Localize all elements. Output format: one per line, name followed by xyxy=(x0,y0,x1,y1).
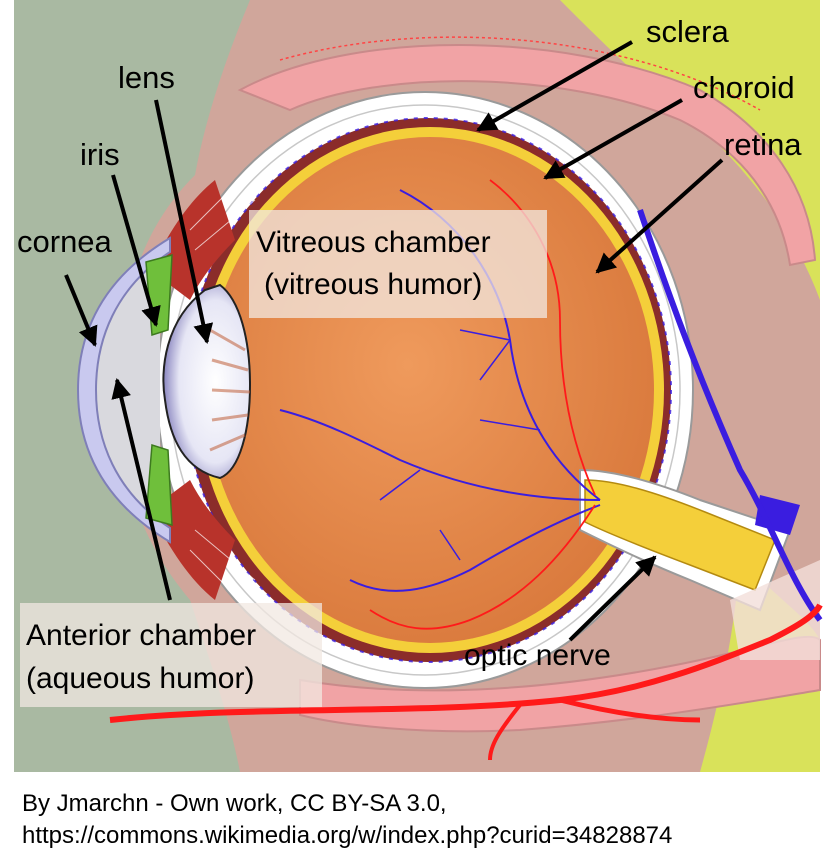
label-optic-nerve: optic nerve xyxy=(464,639,611,672)
label-retina: retina xyxy=(724,127,802,162)
label-choroid: choroid xyxy=(693,70,795,105)
label-vitreous-humor: (vitreous humor) xyxy=(264,268,482,301)
anterior-label-box xyxy=(20,603,322,707)
label-sclera: sclera xyxy=(646,14,729,49)
arrow-retina xyxy=(595,158,724,274)
arrow-lens xyxy=(154,99,214,344)
label-aqueous-humor: (aqueous humor) xyxy=(26,662,254,695)
arrow-optic-nerve xyxy=(568,555,657,642)
arrow-iris xyxy=(111,174,161,327)
vitreous-label-box xyxy=(249,210,547,318)
arrow-choroid xyxy=(543,98,683,180)
arrow-cornea xyxy=(64,274,98,347)
attribution-link[interactable]: https://commons.wikimedia.org/w/index.ph… xyxy=(22,822,673,849)
label-lens: lens xyxy=(118,60,175,95)
label-vitreous-chamber: Vitreous chamber xyxy=(256,226,491,259)
label-iris: iris xyxy=(80,137,120,172)
label-anterior-chamber: Anterior chamber xyxy=(26,619,256,652)
label-arrows xyxy=(64,40,724,642)
lens-layer xyxy=(162,283,252,480)
label-cornea: cornea xyxy=(17,224,113,259)
arrow-anterior-chamber xyxy=(111,378,172,601)
arrow-sclera xyxy=(476,40,633,132)
attribution-line-1: By Jmarchn - Own work, CC BY-SA 3.0, xyxy=(22,790,447,817)
